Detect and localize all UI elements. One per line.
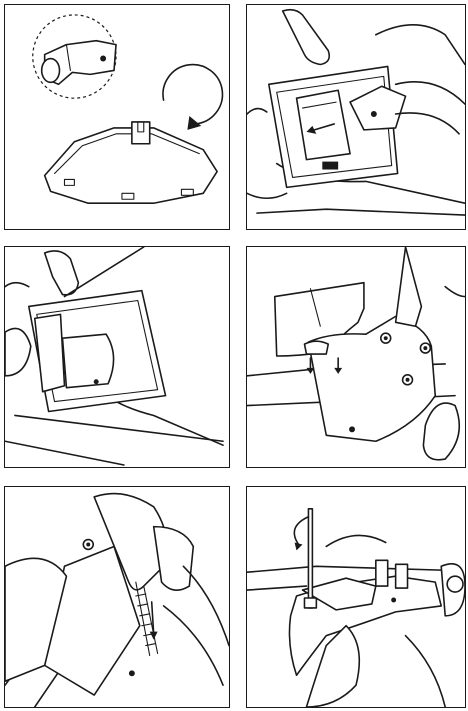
- step-2-panel: [246, 4, 466, 230]
- tighten-screw-icon: [247, 487, 465, 707]
- step-4-panel: [246, 246, 466, 468]
- clip-seated-in-housing-icon: [5, 247, 229, 467]
- step-5-panel: [4, 486, 230, 708]
- step-3-panel: [4, 246, 230, 468]
- insert-clip-into-housing-icon: [247, 5, 465, 229]
- step-1-panel: [4, 4, 230, 230]
- clip-attach-rotate-icon: [5, 5, 229, 229]
- insert-spring-icon: [5, 487, 229, 707]
- align-guard-on-shaft-icon: [247, 247, 465, 467]
- step-6-panel: [246, 486, 466, 708]
